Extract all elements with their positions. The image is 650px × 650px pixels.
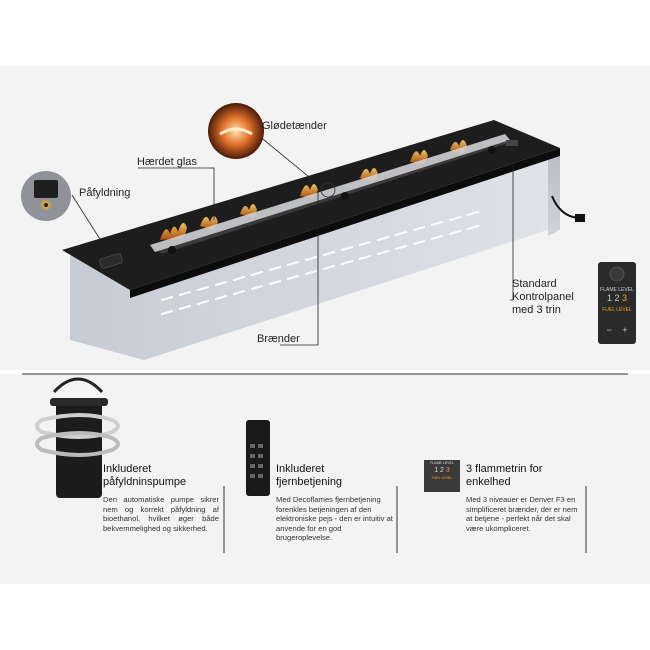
top-plate-edge — [130, 148, 560, 298]
level-1[interactable]: 1 — [606, 293, 612, 303]
feature-remote-title: Inkluderet fjernbetjening — [276, 463, 343, 488]
vent-slots — [160, 210, 480, 316]
pump-illustration — [35, 377, 120, 498]
feature-flame-text: Med 3 niveauer er Denver F3 en simplific… — [466, 495, 578, 533]
control-panel-label: Standard Kontrolpanel med 3 trin — [512, 278, 574, 316]
feature-pump-title: Inkluderet påfyldninspumpe — [103, 463, 187, 488]
level-digits: 1 2 3 — [598, 293, 636, 304]
bottom-section-bg — [0, 374, 650, 584]
filling-cap — [99, 253, 123, 269]
icon-level-1: 1 — [434, 467, 439, 474]
glass-label: Hærdet glas — [137, 156, 197, 168]
feature-remote-text: Med Decoflames fjernbetjening forenkles … — [276, 495, 393, 543]
glass-rod — [150, 134, 510, 252]
level-3[interactable]: 3 — [622, 293, 628, 303]
level-2[interactable]: 2 — [614, 293, 620, 303]
icon-level-3: 3 — [445, 467, 450, 474]
icon-fuel-caption: FUEL LEVEL — [431, 476, 453, 480]
flame-level-caption: FLAME LEVEL — [600, 287, 634, 293]
fuel-level-caption: FUEL LEVEL — [602, 307, 632, 313]
panel-buttons: − + — [598, 325, 636, 335]
control-panel-screen: FLAME LEVEL 1 2 3 FUEL LEVEL − + — [598, 286, 636, 342]
minus-button[interactable]: − — [606, 325, 612, 335]
icon-level-2: 2 — [440, 467, 444, 474]
control-panel-device — [598, 262, 636, 344]
feature-pump-text: Den automatiske pumpe sikrer nem og korr… — [103, 495, 219, 533]
icon-flame-caption: FLAME LEVEL — [430, 461, 454, 465]
flame-level-illustration — [424, 460, 460, 492]
ignitor-zoom-circle — [208, 103, 264, 159]
remote-illustration — [246, 420, 270, 496]
feature-flame-title: 3 flammetrin for enkelhed — [466, 463, 543, 488]
steel-box-side — [548, 155, 560, 236]
burner-label: Brænder — [257, 333, 300, 345]
flame-level-icon-text: FLAME LEVEL 1 2 3 FUEL LEVEL — [424, 461, 460, 481]
ignitor-label: Glødetænder — [262, 120, 327, 132]
plus-button[interactable]: + — [622, 325, 628, 335]
filling-label: Påfyldning — [79, 187, 131, 199]
